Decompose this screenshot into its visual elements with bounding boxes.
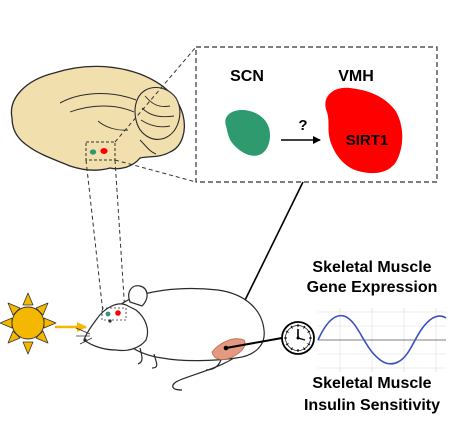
brain-illustration (10, 65, 185, 171)
mouse-vmh-dot (115, 310, 121, 316)
scn-label: SCN (230, 68, 264, 85)
vmh-nucleus (325, 87, 403, 174)
sine-wave (317, 314, 447, 365)
insulin-sensitivity-line2: Insulin Sensitivity (304, 397, 440, 414)
vmh-dot (100, 148, 108, 154)
mouse-scn-dot (105, 311, 111, 317)
gene-expression-wave-plot (317, 308, 447, 372)
mouse-illustration (83, 285, 265, 391)
clock-icon (281, 321, 315, 355)
scn-nucleus (225, 110, 270, 156)
brain-zoom-box (85, 141, 116, 161)
muscle-to-clock-line (225, 337, 283, 349)
brain-outline (10, 65, 185, 171)
skeletal-muscle (211, 338, 246, 360)
gene-expression-line2: Gene Expression (307, 279, 438, 296)
scn-dot (89, 149, 97, 155)
insulin-sensitivity-line1: Skeletal Muscle (312, 375, 431, 392)
gene-expression-line1: Skeletal Muscle (312, 259, 431, 276)
sun-icon (0, 292, 57, 355)
question-mark: ? (298, 117, 307, 134)
sirt1-label: SIRT1 (346, 132, 389, 149)
vmh-label: VMH (338, 68, 374, 85)
cerebellum (134, 86, 181, 140)
